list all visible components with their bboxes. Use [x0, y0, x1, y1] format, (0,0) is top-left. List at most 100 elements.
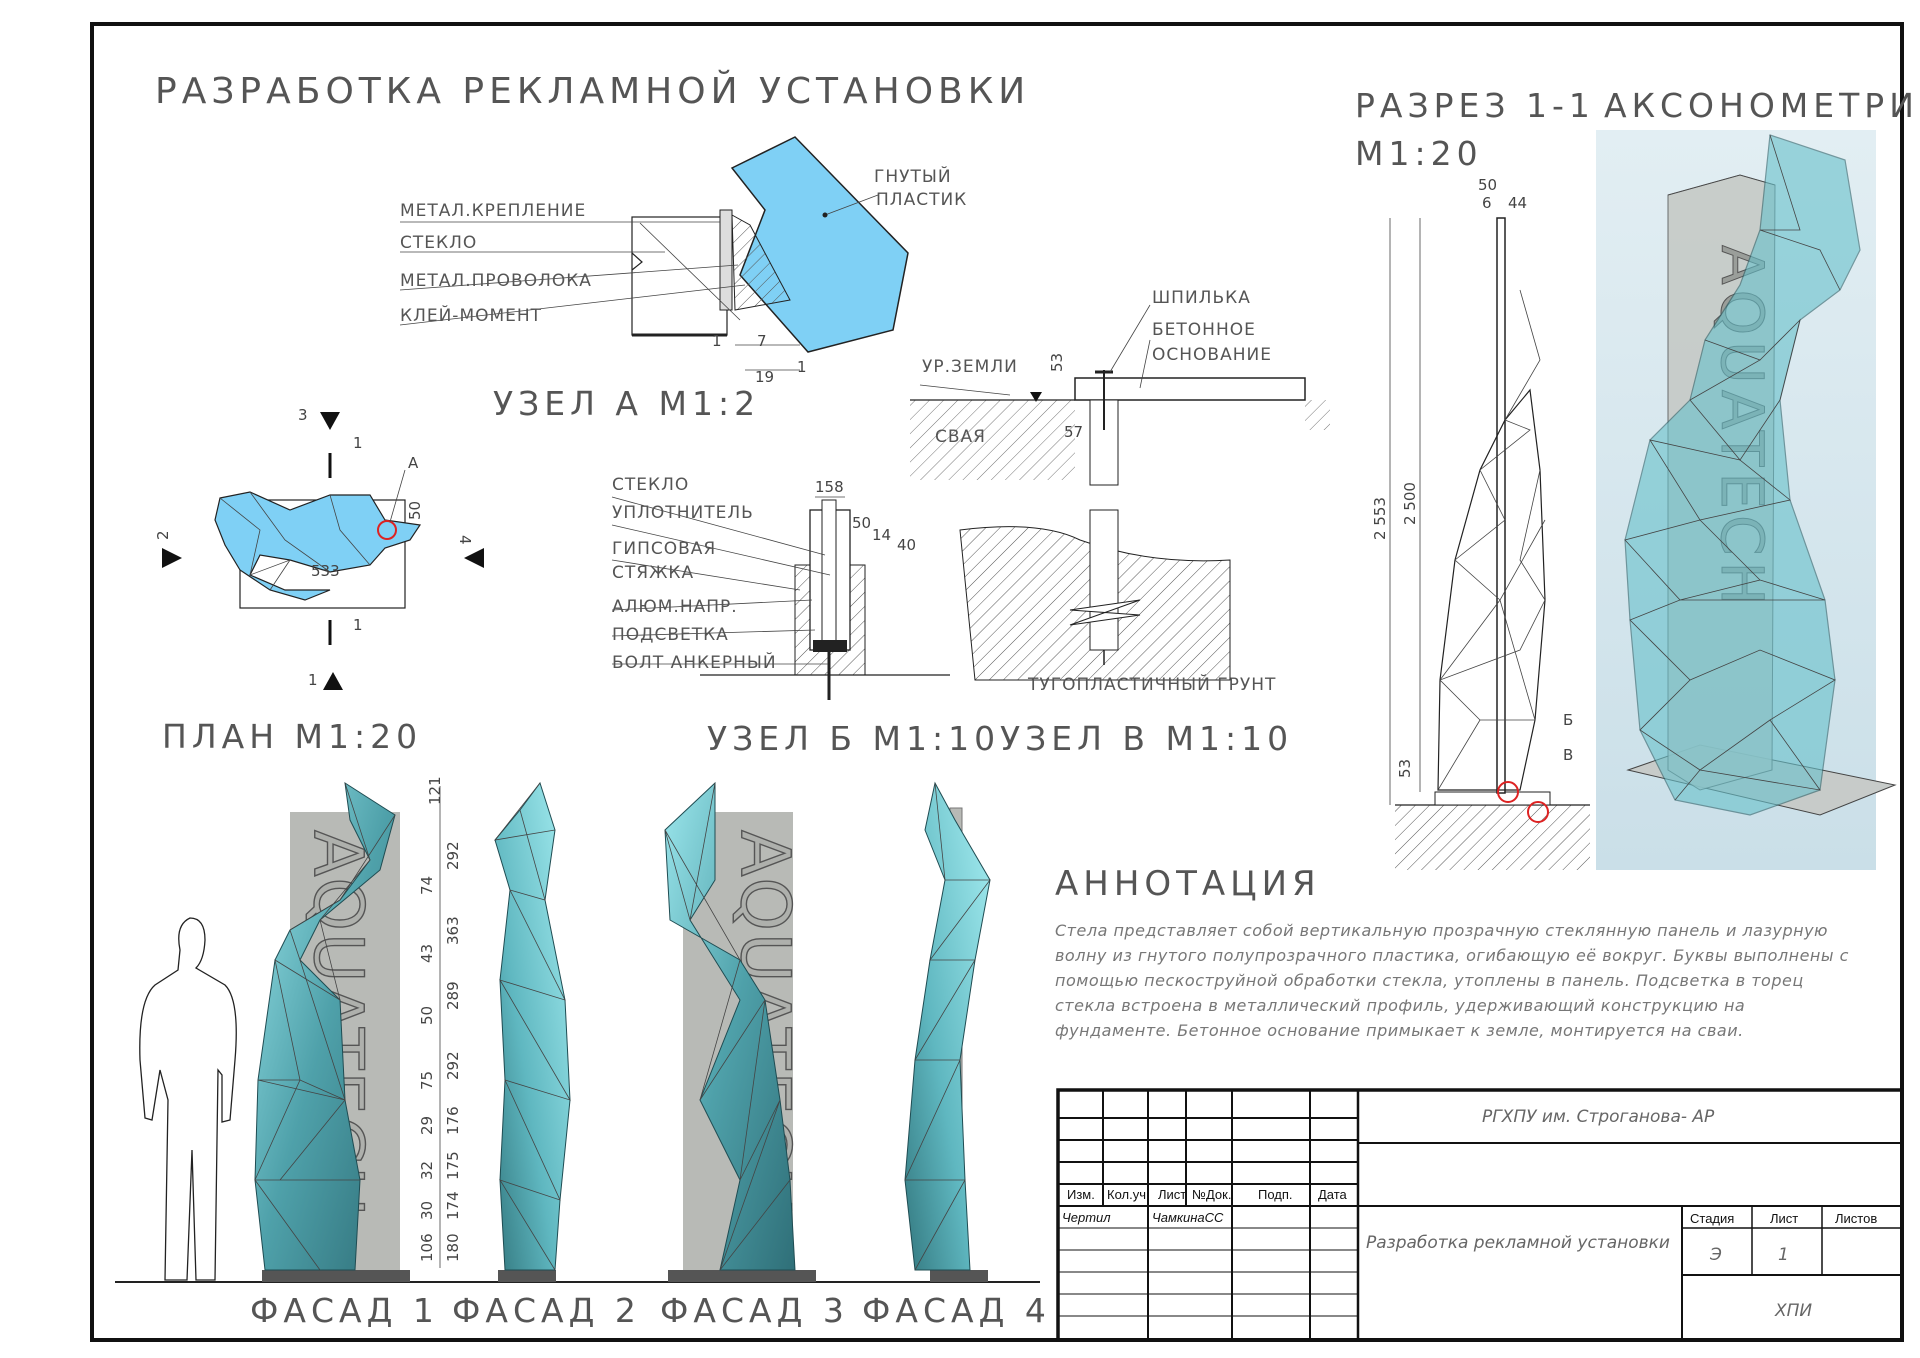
- node-b-label-glass: СТЕКЛО: [612, 475, 689, 495]
- facade-2-base: [498, 1270, 556, 1282]
- node-a-label-glass: СТЕКЛО: [400, 233, 477, 253]
- section-dim-50: 50: [1478, 176, 1497, 194]
- section-node-b-marker: [1497, 781, 1519, 803]
- node-v-dim-53: 53: [1048, 353, 1066, 372]
- node-v-label-soil: ТУГОПЛАСТИЧНЫЙ ГРУНТ: [1027, 673, 1276, 695]
- node-b-label-guide: АЛЮМ.НАПР.: [612, 597, 738, 617]
- facade-dim-15: 180: [444, 1233, 462, 1262]
- node-b-dim-50: 50: [852, 514, 871, 532]
- section-node-v-marker: [1527, 801, 1549, 823]
- human-scale-figure: [139, 917, 237, 1281]
- facade-dim-4: 43: [418, 944, 436, 963]
- facade-dim-12: 32: [418, 1161, 436, 1180]
- node-b-label-gypsum-1: ГИПСОВАЯ: [612, 539, 716, 559]
- facade-4-label: ФАСАД 4: [862, 1291, 1051, 1330]
- node-a-label-glue: КЛЕЙ-МОМЕНТ: [400, 304, 542, 326]
- annotation-line-2: волну из гнутого полупрозрачного пластик…: [1055, 946, 1849, 965]
- tb-header-sign: Подп.: [1258, 1187, 1293, 1202]
- node-v-dim-57: 57: [1064, 423, 1083, 441]
- view-arrow-2: [162, 548, 182, 568]
- node-v-caption: УЗЕЛ В М1:10: [1000, 719, 1293, 758]
- facade-3-base: [668, 1270, 816, 1282]
- section-title: РАЗРЕЗ 1-1: [1355, 86, 1595, 125]
- annotation-line-1: Стела представляет собой вертикальную пр…: [1055, 921, 1828, 940]
- node-v-label-pile: СВАЯ: [935, 427, 986, 447]
- node-a-plastic-label-2: ПЛАСТИК: [876, 190, 967, 210]
- section-glass: [1496, 217, 1506, 794]
- node-v-label-base-2: ОСНОВАНИЕ: [1152, 345, 1272, 365]
- tb-institution: ХПИ: [1774, 1301, 1812, 1321]
- axonometry-title: АКСОНОМЕТРИЯ: [1604, 86, 1920, 125]
- view-arrow-3: [320, 412, 340, 430]
- tb-project: Разработка рекламной установки: [1366, 1233, 1670, 1253]
- annotation-line-3: помощью пескоструйной обработки стекла, …: [1055, 971, 1804, 990]
- plan-node-a-marker: [377, 520, 397, 540]
- tb-author: ЧамкинаСС: [1152, 1210, 1224, 1225]
- tb-header-kol: Кол.уч: [1107, 1187, 1146, 1202]
- facade-dim-9: 176: [444, 1106, 462, 1135]
- facade-dim-0: 121: [426, 776, 444, 805]
- node-a-caption: УЗЕЛ А М1:2: [493, 384, 760, 423]
- tb-sheet: 1: [1778, 1245, 1789, 1265]
- section-mark-b: Б: [1563, 711, 1573, 729]
- title-block: РГХПУ им. Строганова- АР Изм. Кол.уч Лис…: [1056, 1088, 1904, 1342]
- facade-1-wave: [254, 781, 396, 1271]
- node-b-caption: УЗЕЛ Б М1:10: [707, 719, 1000, 758]
- node-v-label-stud: ШПИЛЬКА: [1152, 288, 1251, 308]
- sheet-frame: [90, 22, 1904, 1342]
- glass-section: [631, 216, 728, 336]
- section-dim-44: 44: [1508, 194, 1527, 212]
- facade-dim-14: 30: [418, 1201, 436, 1220]
- plan-mark-2: 2: [154, 530, 172, 540]
- plan-mark-3: 3: [298, 406, 308, 424]
- facade-dim-3: 363: [444, 916, 462, 945]
- plan-dim-depth: 50: [406, 501, 424, 520]
- concrete-base: [1074, 377, 1306, 401]
- tb-stage: Э: [1709, 1245, 1722, 1265]
- axonometry: АКСОНОМЕТРИЯ AQUATECH: [1596, 86, 1920, 870]
- facade-dim-8: 75: [418, 1071, 436, 1090]
- facade-2-label: ФАСАД 2: [452, 1291, 641, 1330]
- tb-header-list: Лист: [1158, 1187, 1186, 1202]
- plan-wave-outline: [214, 491, 422, 601]
- section-dim-53: 53: [1396, 759, 1414, 778]
- plan-section-mark-bottom: 1: [353, 616, 363, 634]
- tb-sheets-header: Листов: [1835, 1211, 1877, 1226]
- section-wave-outline: [1437, 388, 1546, 791]
- section-scale: М1:20: [1355, 134, 1483, 173]
- plan-section-mark-top: 1: [353, 434, 363, 452]
- node-a-dim-4: 1: [797, 358, 807, 376]
- node-v-label-ground: УР.ЗЕМЛИ: [922, 357, 1018, 377]
- section-dim-2500: 2 500: [1401, 482, 1419, 525]
- title-block-org: РГХПУ им. Строганова- АР: [1482, 1107, 1715, 1127]
- annotation-title: АННОТАЦИЯ: [1055, 864, 1321, 904]
- facade-dim-13: 174: [444, 1191, 462, 1220]
- node-b-label-bolt: БОЛТ АНКЕРНЫЙ: [612, 651, 777, 673]
- plan-node-label: А: [408, 454, 419, 472]
- node-a-dim-3: 19: [755, 368, 774, 386]
- facade-2-wave: [494, 781, 571, 1271]
- facade-dim-11: 175: [444, 1151, 462, 1180]
- node-a-detail: МЕТАЛ.КРЕПЛЕНИЕ СТЕКЛО МЕТАЛ.ПРОВОЛОКА К…: [399, 136, 967, 423]
- facade-3-label: ФАСАД 3: [660, 1291, 849, 1330]
- plan-mark-4: 4: [456, 535, 474, 545]
- view-arrow-4: [464, 548, 484, 568]
- facade-4-wave: [904, 781, 991, 1271]
- node-b-label-seal: УПЛОТНИТЕЛЬ: [612, 503, 754, 523]
- node-a-plastic-label-1: ГНУТЫЙ: [874, 165, 952, 187]
- annotation-line-4: стекла встроена в металлический профиль,…: [1055, 996, 1745, 1015]
- node-v-detail: ШПИЛЬКА БЕТОННОЕ ОСНОВАНИЕ УР.ЗЕМЛИ СВАЯ…: [910, 288, 1330, 758]
- section-mark-v: В: [1563, 746, 1573, 764]
- tb-header-izm: Изм.: [1067, 1187, 1095, 1202]
- facade-dim-7: 292: [444, 1051, 462, 1080]
- tb-header-doc: №Док.: [1192, 1187, 1231, 1202]
- view-arrow-1: [323, 672, 343, 690]
- node-b-detail: 158 50 14 40 СТЕКЛО УПЛОТНИТЕЛЬ ГИПСОВАЯ…: [611, 475, 1000, 758]
- node-b-dim-14: 14: [872, 526, 891, 544]
- facade-dim-10: 29: [418, 1116, 436, 1135]
- plan-dim-width: 533: [311, 562, 340, 580]
- facade-1-label: ФАСАД 1: [250, 1291, 439, 1330]
- facades: AQUATECH 121 292 74 363 43 289 50 292 75…: [115, 776, 1051, 1330]
- metal-bracket: [719, 209, 733, 311]
